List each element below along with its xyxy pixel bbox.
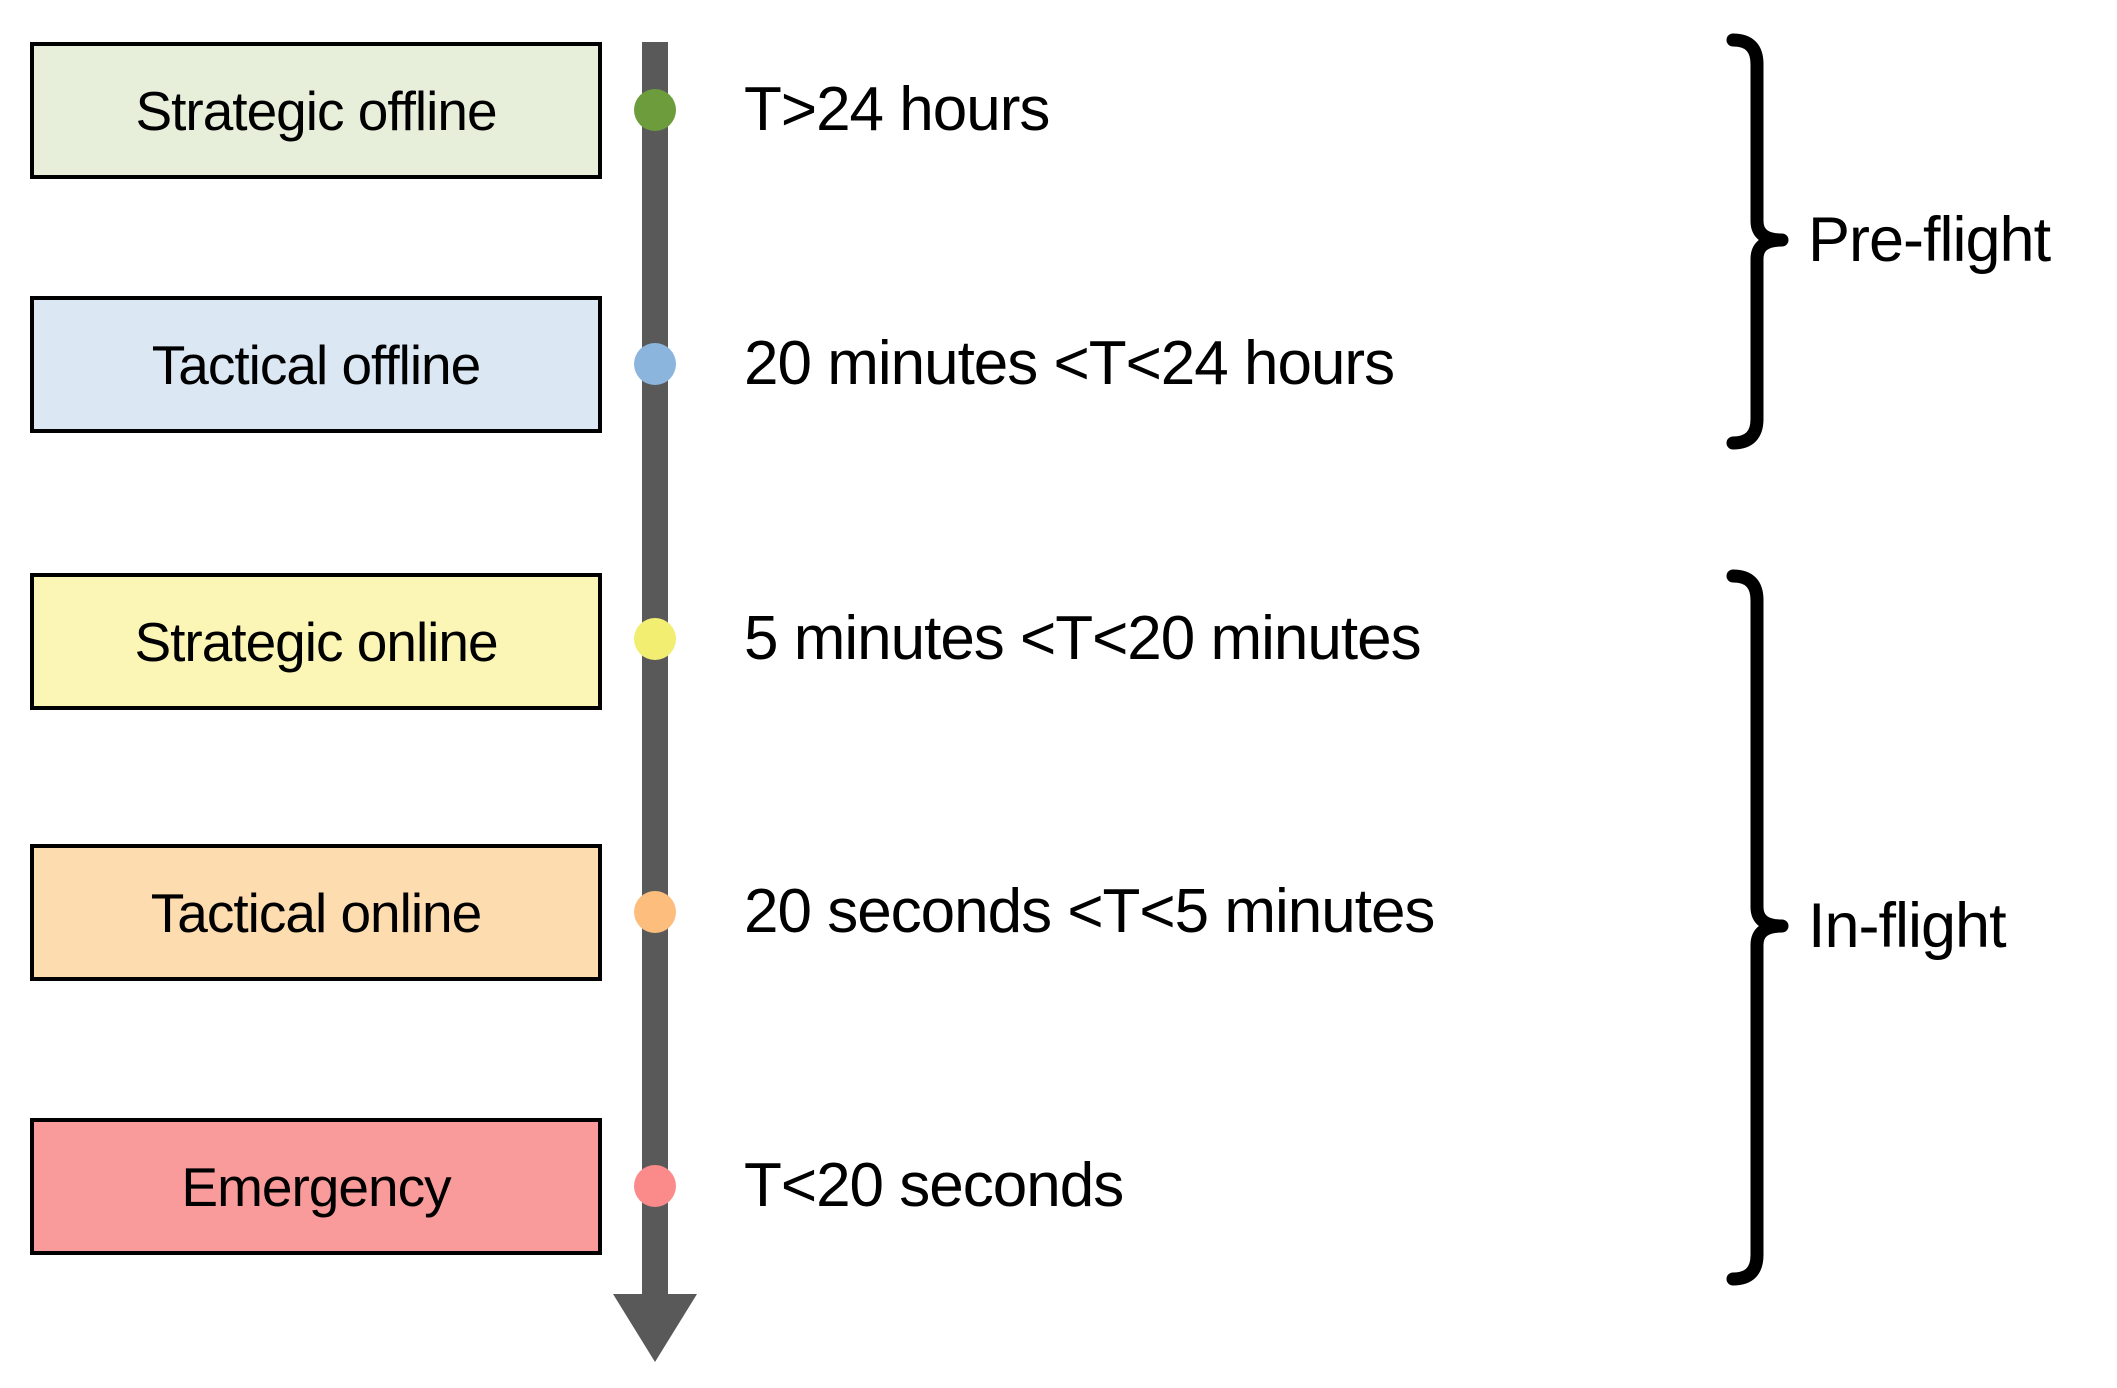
timeline-marker-tactical-offline xyxy=(634,343,676,385)
group-label-pre-flight: Pre-flight xyxy=(1808,205,2051,275)
pre-flight-bracket xyxy=(1726,33,1789,450)
time-window-label: 5 minutes <T<20 minutes xyxy=(744,604,1422,673)
timeline-line xyxy=(642,42,668,1300)
phase-box-strategic-online: Strategic online xyxy=(30,573,602,710)
phase-box-tactical-online: Tactical online xyxy=(30,844,602,981)
in-flight-bracket xyxy=(1726,569,1789,1286)
timeline-marker-strategic-online xyxy=(634,618,676,660)
timeline-arrowhead-icon xyxy=(613,1294,697,1362)
phase-label: Emergency xyxy=(181,1155,451,1218)
phase-box-strategic-offline: Strategic offline xyxy=(30,42,602,179)
phase-label: Tactical offline xyxy=(151,333,481,396)
group-brackets xyxy=(1726,33,1789,1286)
timeline-marker-tactical-online xyxy=(634,891,676,933)
phase-label: Strategic offline xyxy=(135,79,497,142)
phase-label: Strategic online xyxy=(134,610,498,673)
time-window-label: T>24 hours xyxy=(744,75,1050,144)
phase-box-emergency: Emergency xyxy=(30,1118,602,1255)
time-window-label: T<20 seconds xyxy=(744,1151,1124,1220)
timeline-marker-strategic-offline xyxy=(634,89,676,131)
time-window-label: 20 seconds <T<5 minutes xyxy=(744,877,1435,946)
timeline-marker-emergency xyxy=(634,1165,676,1207)
time-window-label: 20 minutes <T<24 hours xyxy=(744,329,1395,398)
phase-box-tactical-offline: Tactical offline xyxy=(30,296,602,433)
phase-label: Tactical online xyxy=(150,881,482,944)
arrow-down-icon xyxy=(613,1294,697,1362)
group-label-in-flight: In-flight xyxy=(1808,891,2007,961)
